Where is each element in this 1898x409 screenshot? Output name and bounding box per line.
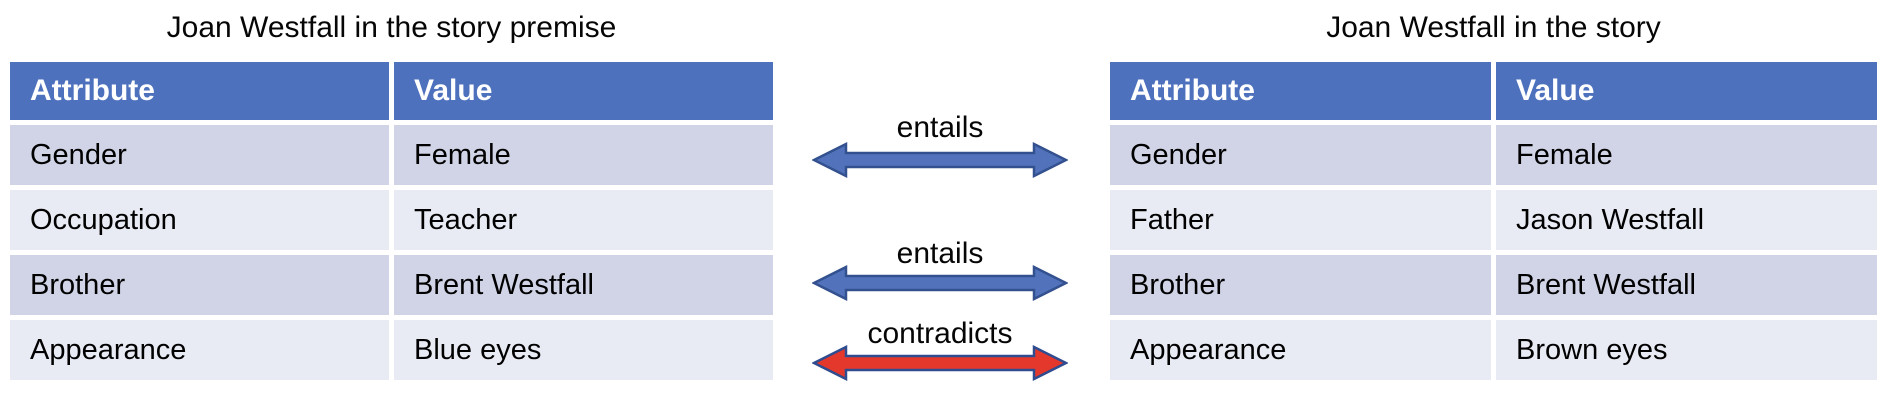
premise-row-gender-value: Female — [394, 125, 773, 185]
premise-table: Attribute Value Gender Female Occupation… — [10, 62, 773, 380]
story-row-gender-attribute: Gender — [1110, 125, 1491, 185]
premise-row-brother-attribute: Brother — [10, 255, 389, 315]
story-row-gender-value: Female — [1496, 125, 1877, 185]
relation-label-contradicts: contradicts — [867, 317, 1013, 350]
entails-arrow-2 — [812, 265, 1068, 301]
premise-header-value: Value — [394, 62, 773, 120]
premise-row-brother-value: Brent Westfall — [394, 255, 773, 315]
story-row-brother-attribute: Brother — [1110, 255, 1491, 315]
story-header-attribute: Attribute — [1110, 62, 1491, 120]
premise-row-appearance-attribute: Appearance — [10, 320, 389, 380]
story-row-father-value: Jason Westfall — [1496, 190, 1877, 250]
story-row-appearance-value: Brown eyes — [1496, 320, 1877, 380]
relation-label-entails-2: entails — [896, 237, 984, 270]
story-row-appearance-attribute: Appearance — [1110, 320, 1491, 380]
contradicts-arrow — [812, 345, 1068, 381]
story-row-brother-value: Brent Westfall — [1496, 255, 1877, 315]
entails-arrow-1 — [812, 142, 1068, 178]
story-row-father-attribute: Father — [1110, 190, 1491, 250]
relation-label-entails-1: entails — [896, 111, 984, 144]
premise-row-occupation-attribute: Occupation — [10, 190, 389, 250]
story-table-title: Joan Westfall in the story — [1326, 11, 1661, 44]
premise-header-attribute: Attribute — [10, 62, 389, 120]
story-header-value: Value — [1496, 62, 1877, 120]
premise-row-occupation-value: Teacher — [394, 190, 773, 250]
premise-row-gender-attribute: Gender — [10, 125, 389, 185]
premise-row-appearance-value: Blue eyes — [394, 320, 773, 380]
story-table: Attribute Value Gender Female Father Jas… — [1110, 62, 1877, 380]
premise-table-title: Joan Westfall in the story premise — [166, 11, 617, 44]
